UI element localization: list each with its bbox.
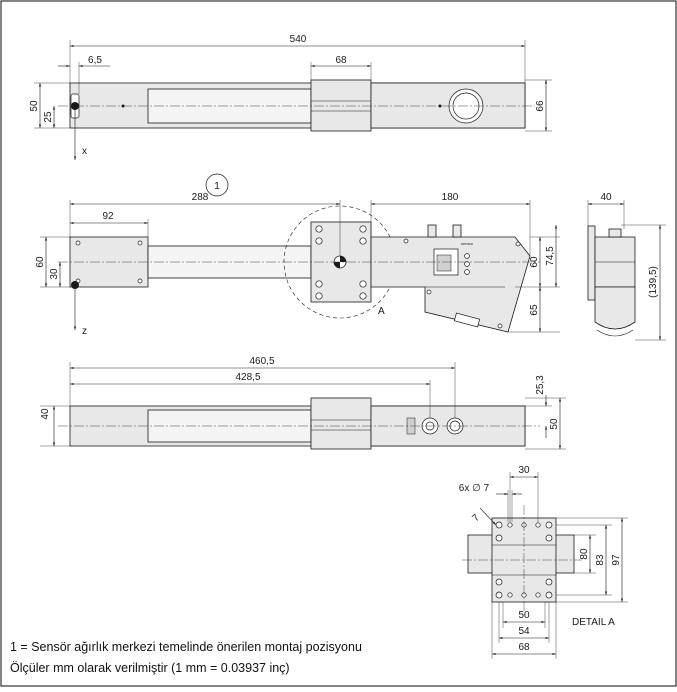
bottom-clamp-block — [310, 397, 372, 450]
detail-dim-97: 97 — [611, 554, 622, 566]
dim-74-5: 74,5 — [545, 246, 556, 266]
label-a: A — [378, 306, 385, 317]
side-view — [40, 173, 560, 333]
dim-180: 180 — [442, 192, 459, 203]
detail-dim-7: 7 — [470, 512, 482, 524]
dim-66: 66 — [535, 100, 546, 112]
dim-40-bottom: 40 — [40, 408, 51, 420]
top-sensor-housing — [370, 82, 526, 129]
dim-50-bottom: 50 — [549, 418, 560, 430]
dim-25-3: 25,3 — [535, 375, 546, 395]
dim-68-top: 68 — [335, 55, 347, 66]
detail-dim-68: 68 — [518, 642, 530, 653]
detail-dim-50: 50 — [518, 610, 530, 621]
detail-a-title: DETAIL A — [572, 617, 615, 628]
brand-label: sensor — [461, 241, 474, 246]
top-clamp-block — [310, 79, 372, 132]
dim-428-5: 428,5 — [235, 372, 260, 383]
side-connector-1 — [427, 224, 437, 238]
dim-65: 65 — [529, 304, 540, 316]
dim-60-left: 60 — [35, 256, 46, 268]
dim-92: 92 — [102, 211, 114, 222]
detail-dim-80: 80 — [579, 548, 590, 560]
detail-dim-30: 30 — [518, 465, 530, 476]
detail-holes: 6x ∅ 7 — [459, 483, 490, 494]
dim-60-right: 60 — [529, 256, 540, 268]
end-connector — [608, 228, 622, 238]
side-connector-2 — [452, 224, 462, 238]
detail-a — [462, 472, 628, 659]
dim-6-5: 6,5 — [88, 55, 102, 66]
bottom-view — [40, 362, 566, 450]
dim-288: 288 — [192, 192, 209, 203]
detail-dim-54: 54 — [518, 626, 530, 637]
top-view — [34, 40, 552, 160]
dim-40-end: 40 — [600, 192, 612, 203]
dim-460-5: 460,5 — [249, 356, 274, 367]
note-line-1: 1 = Sensör ağırlık merkezi temelinde öne… — [10, 640, 362, 654]
axis-z-label: z — [82, 326, 87, 337]
dim-139-5: (139,5) — [648, 266, 659, 298]
callout-1-circle — [205, 173, 229, 197]
dim-50-top: 50 — [29, 100, 40, 112]
callout-1: 1 — [214, 181, 220, 192]
end-view — [587, 200, 666, 341]
note-line-2: Ölçüler mm olarak verilmiştir (1 mm = 0.… — [10, 661, 290, 675]
end-mount-plate — [587, 225, 596, 301]
axis-x-label: x — [82, 146, 87, 157]
dim-30-left: 30 — [49, 268, 60, 280]
detail-dim-83: 83 — [595, 554, 606, 566]
dim-540: 540 — [290, 34, 307, 45]
dim-25: 25 — [43, 111, 54, 123]
